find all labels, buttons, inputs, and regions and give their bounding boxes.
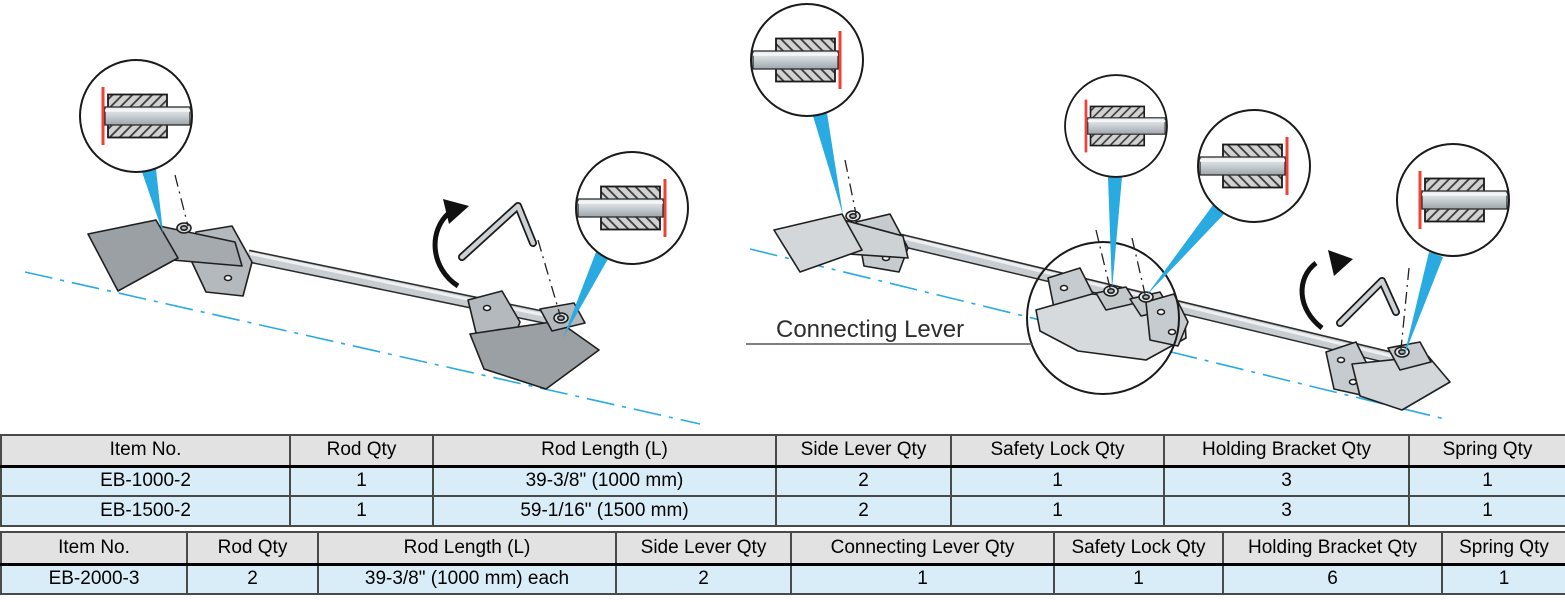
table-cell: 2 [615,563,792,595]
screw-centerline [1400,267,1410,350]
table-cell: 1 [1441,563,1565,595]
column-header: Rod Qty [186,531,319,566]
safety-lock-key [1336,277,1400,327]
column-header: Rod Qty [289,434,434,468]
table-cell: 3 [1163,465,1410,497]
column-header: Holding Bracket Qty [1222,531,1443,566]
column-header: Holding Bracket Qty [1163,434,1410,468]
rod-insertion-detail-callout [749,2,865,118]
specification-tables: Item No. Rod Qty Rod Length (L) Side Lev… [0,434,1565,595]
screw-centerline [1131,237,1146,295]
screw-centerline [1095,229,1111,289]
column-header: Spring Qty [1441,531,1565,566]
table-cell: EB-1500-2 [0,495,291,527]
table-cell: 1 [1408,465,1565,497]
side-lever-assembly [1325,341,1451,411]
safety-lock-key [458,202,537,261]
column-header: Safety Lock Qty [950,434,1165,468]
rod-insertion-detail-callout [1063,73,1169,179]
table-cell: 1 [289,465,434,497]
assembly-instruction-diagrams: Connecting Lever [24,2,1511,425]
table-cell: 1 [289,495,434,527]
double-rod-assembly-diagram: Connecting Lever [746,2,1511,420]
callout-pointer [1108,177,1122,290]
screw-centerline [537,239,561,316]
side-lever-assembly [773,210,909,273]
table-cell: 39-3/8" (1000 mm) each [317,563,617,595]
callout-pointer [1404,252,1443,356]
rod-insertion-detail-callout [78,58,194,174]
callout-pointer [813,113,843,215]
assembly-diagram-svg: Connecting Lever [24,2,1511,425]
alignment-centerline [24,271,701,425]
spec-table-two-lever: Item No. Rod Qty Rod Length (L) Side Lev… [0,434,1565,527]
screw-centerline [174,174,189,227]
column-header: Safety Lock Qty [1053,531,1224,566]
callout-pointer [142,169,163,233]
table-cell: 1 [1053,563,1224,595]
table-cell: EB-1000-2 [0,465,291,497]
rotation-arrow-icon [432,199,469,289]
table-cell: EB-2000-3 [0,563,188,595]
rod-insertion-detail-callout [1196,108,1312,224]
column-header: Rod Length (L) [317,531,617,566]
column-header: Side Lever Qty [775,434,952,468]
table-cell: 2 [775,495,952,527]
table-cell: 1 [790,563,1055,595]
screw-centerline [844,159,857,215]
callout-pointer [1146,205,1224,296]
callout-pointer [563,252,608,338]
column-header: Side Lever Qty [615,531,792,566]
column-header: Item No. [0,531,188,566]
side-lever [773,213,863,273]
single-rod-assembly-diagram [24,58,701,425]
table-row: EB-2000-3 2 39-3/8" (1000 mm) each 2 1 1… [0,563,1565,595]
side-lever [469,320,600,390]
connecting-lever-highlight-circle [1026,241,1180,395]
table-cell: 6 [1222,563,1443,595]
table-cell: 3 [1163,495,1410,527]
column-header: Item No. [0,434,291,468]
table-cell: 1 [950,465,1165,497]
column-header: Spring Qty [1408,434,1565,468]
table-cell: 39-3/8" (1000 mm) [432,465,777,497]
side-lever [87,219,179,292]
table-header-row: Item No. Rod Qty Rod Length (L) Side Lev… [0,531,1565,566]
side-lever-assembly [87,219,253,297]
rod-insertion-detail-callout [1395,142,1511,258]
table-row: EB-1000-2 1 39-3/8" (1000 mm) 2 1 3 1 [0,465,1565,497]
rod-insertion-detail-callout [574,150,690,266]
table-cell: 2 [775,465,952,497]
rotation-arrow-icon [1299,250,1353,330]
table-cell: 2 [186,563,319,595]
column-header: Rod Length (L) [432,434,777,468]
table-cell: 1 [1408,495,1565,527]
connecting-lever-label: Connecting Lever [776,316,964,343]
table-row: EB-1500-2 1 59-1/16" (1500 mm) 2 1 3 1 [0,495,1565,527]
table-header-row: Item No. Rod Qty Rod Length (L) Side Lev… [0,434,1565,468]
table-cell: 59-1/16" (1500 mm) [432,495,777,527]
spec-table-three-lever: Item No. Rod Qty Rod Length (L) Side Lev… [0,531,1565,595]
column-header: Connecting Lever Qty [790,531,1055,566]
table-cell: 1 [950,495,1165,527]
